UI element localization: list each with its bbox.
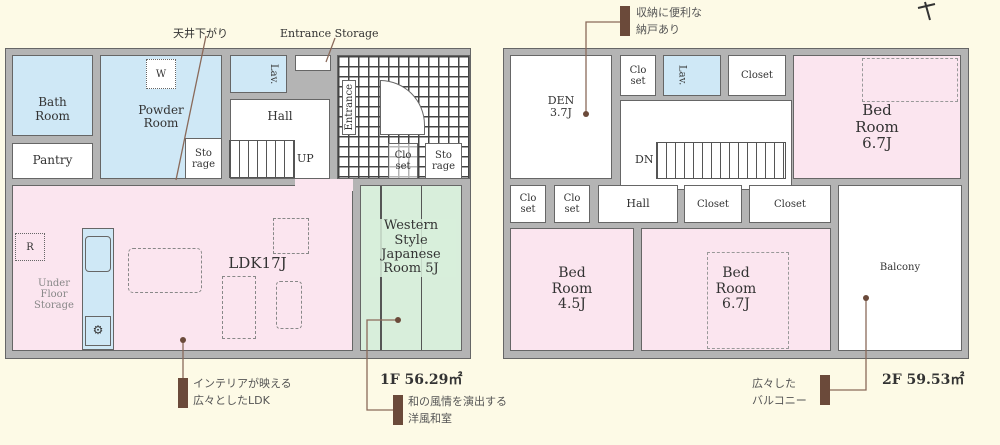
- entrance-storage-label: Entrance Storage: [280, 27, 379, 40]
- ceiling-drop-label: 天井下がり: [173, 27, 228, 40]
- balcony-label: Balcony: [879, 262, 921, 273]
- closet-2f-f-label: Closet: [774, 198, 806, 210]
- japanese-room-note: 和の風情を演出する 洋風和室: [408, 395, 507, 425]
- bed-middle: [707, 252, 789, 349]
- leader-balcony: [830, 298, 867, 391]
- armchair: [273, 218, 309, 254]
- closet-2f-f: Closet: [749, 185, 831, 223]
- washer-label: W: [155, 68, 167, 80]
- leader-den: [585, 21, 620, 114]
- pantry-label: Pantry: [32, 153, 73, 168]
- balcony-note: 広々した バルコニー: [752, 377, 807, 407]
- compass-icon: [917, 1, 936, 21]
- note-marker-ldk: [178, 378, 188, 408]
- bedroom-north-label: Bed Room 6.7J: [855, 101, 899, 153]
- western-japanese-room: Western Style Japanese Room 5J: [360, 185, 462, 351]
- lav-2f-label: Lav.: [676, 65, 688, 86]
- leader-japanese: [366, 319, 398, 411]
- ldk: LDK17J: [12, 185, 353, 351]
- bedroom-west-label: Bed Room 4.5J: [551, 265, 593, 313]
- western-room-label: Western Style Japanese Room 5J: [366, 219, 456, 277]
- storage-entrance-label: Sto rage: [431, 150, 456, 172]
- closet-2f-d: Clo set: [554, 185, 590, 223]
- bath-room-label: Bath Room: [35, 95, 70, 123]
- bedroom-2f-north: Bed Room 6.7J: [793, 55, 961, 179]
- sink: [85, 236, 111, 272]
- closet-2f-b-label: Closet: [741, 70, 773, 81]
- closet-2f-d-label: Clo set: [563, 193, 581, 215]
- entrance-label-box: Entrance: [342, 80, 356, 135]
- storage-note: 収納に便利な 納戸あり: [636, 6, 702, 36]
- note-marker-storage: [620, 6, 630, 36]
- ldk-note: インテリアが映える 広々としたLDK: [193, 377, 292, 407]
- bedroom-2f-west: Bed Room 4.5J: [510, 228, 634, 351]
- under-floor-storage-label: Under Floor Storage: [34, 278, 74, 311]
- pantry: Pantry: [12, 143, 93, 179]
- bedroom-middle-label: Bed Room 6.7J: [715, 265, 757, 313]
- lav-label: Lav.: [268, 63, 279, 85]
- closet-2f-e: Closet: [684, 185, 742, 223]
- dn-label: DN: [635, 153, 654, 166]
- closet-1f: Clo set: [388, 143, 418, 179]
- closet-2f-c: Clo set: [510, 185, 546, 223]
- closet-1f-label: Clo set: [394, 150, 412, 172]
- floor1-area: 1F 56.29㎡: [380, 372, 463, 388]
- closet-2f-e-label: Closet: [697, 198, 729, 210]
- stairs-down: [656, 142, 786, 179]
- stairs-up: [229, 140, 295, 178]
- closet-2f-a-label: Clo set: [629, 64, 647, 87]
- dining-table: [128, 248, 202, 293]
- storage-powder-label: Sto rage: [191, 147, 216, 170]
- stove: ⚙: [85, 316, 111, 346]
- washer-space: W: [146, 59, 176, 89]
- fridge-space: R: [15, 233, 45, 261]
- closet-2f-b: Closet: [728, 55, 786, 96]
- balcony: Balcony: [838, 185, 962, 351]
- den: DEN 3.7J: [510, 55, 612, 179]
- hall-2f-south: Hall: [598, 185, 678, 223]
- fridge-label: R: [26, 241, 34, 253]
- toilet-2f: Lav.: [663, 55, 721, 96]
- storage-entrance: Sto rage: [425, 143, 462, 179]
- toilet-1f: Lav.: [230, 55, 287, 93]
- bedroom-2f-middle: Bed Room 6.7J: [641, 228, 831, 351]
- den-label: DEN 3.7J: [547, 93, 575, 119]
- sofa: [222, 276, 256, 339]
- closet-2f-c-label: Clo set: [519, 193, 537, 215]
- up-label: UP: [297, 152, 314, 165]
- ldk-entry-area: [295, 179, 353, 191]
- hall-label: Hall: [267, 109, 293, 123]
- closet-2f-a: Clo set: [620, 55, 656, 96]
- note-marker-japanese: [393, 395, 403, 425]
- coffee-table: [276, 281, 302, 329]
- note-marker-balcony: [820, 375, 830, 405]
- bath-room: Bath Room: [12, 55, 93, 136]
- floor2-area: 2F 59.53㎡: [882, 372, 965, 388]
- storage-powder: Sto rage: [185, 138, 222, 179]
- hall-2f-label: Hall: [626, 196, 650, 210]
- leader-ceiling: [175, 35, 207, 181]
- leader-entrance-storage: [325, 37, 336, 63]
- ldk-label: LDK17J: [228, 253, 287, 272]
- entrance-storage: [295, 55, 331, 71]
- bed-north: [862, 58, 958, 102]
- powder-room-label: Powder Room: [138, 102, 184, 130]
